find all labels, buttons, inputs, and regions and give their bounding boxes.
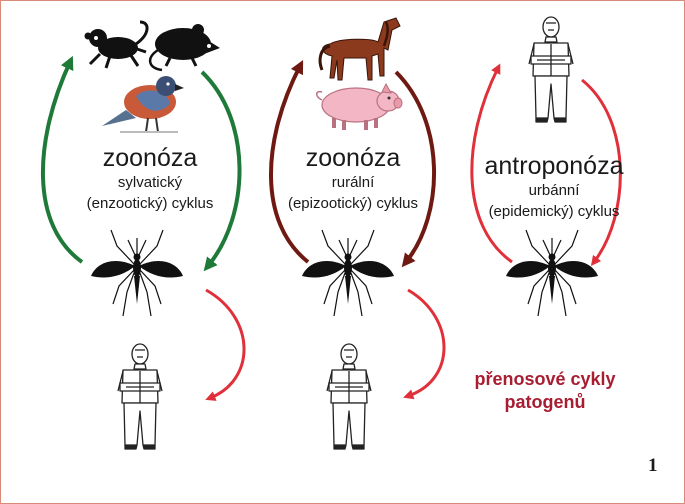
human-icon <box>529 17 573 122</box>
urban-subtitle-2: (epidemický) cyklus <box>456 201 652 222</box>
human-icon <box>118 344 162 449</box>
rural-caption: zoonóza rurální (epizootický) cyklus <box>258 144 448 214</box>
footer-line-2: patogenů <box>445 391 645 414</box>
mosquito-icon <box>506 230 598 316</box>
spillover-arrow-sylvatic <box>206 290 244 398</box>
sylvatic-title: zoonóza <box>55 144 245 172</box>
rural-subtitle-1: rurální <box>258 172 448 193</box>
bird-icon <box>102 76 184 132</box>
rural-subtitle-2: (epizootický) cyklus <box>258 193 448 214</box>
page-number: 1 <box>648 455 658 477</box>
figure-footer-caption: přenosové cykly patogenů <box>445 368 645 414</box>
rat-icon <box>150 24 220 70</box>
sylvatic-subtitle-1: sylvatický <box>55 172 245 193</box>
urban-subtitle-1: urbánní <box>456 180 652 201</box>
horse-icon <box>320 18 400 80</box>
footer-line-1: přenosové cykly <box>445 368 645 391</box>
pig-icon <box>317 84 402 130</box>
monkey-icon <box>85 22 148 68</box>
human-icon <box>327 344 371 449</box>
mosquito-icon <box>91 230 183 316</box>
sylvatic-subtitle-2: (enzootický) cyklus <box>55 193 245 214</box>
rural-title: zoonóza <box>258 144 448 172</box>
mosquito-icon <box>302 230 394 316</box>
spillover-arrow-rural <box>408 290 444 396</box>
sylvatic-caption: zoonóza sylvatický (enzootický) cyklus <box>55 144 245 214</box>
urban-caption: antroponóza urbánní (epidemický) cyklus <box>456 152 652 222</box>
urban-title: antroponóza <box>456 152 652 180</box>
